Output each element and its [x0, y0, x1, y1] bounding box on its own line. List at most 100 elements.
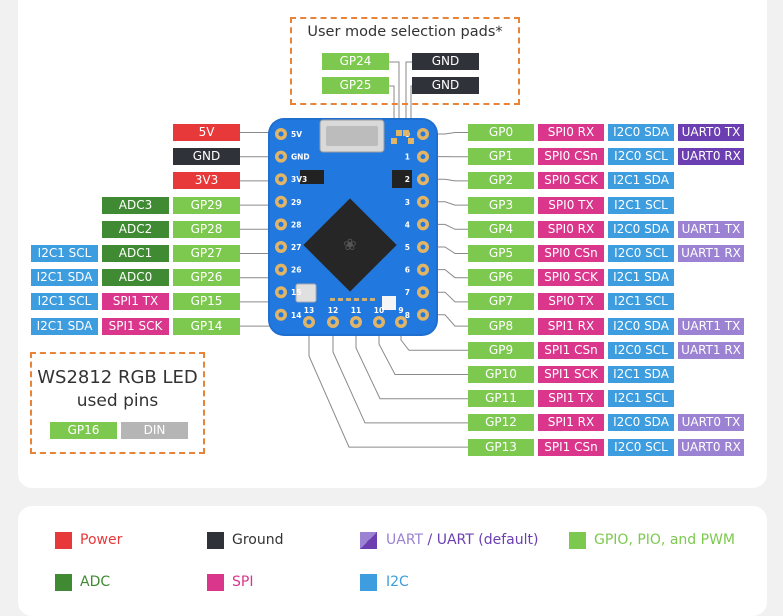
- user-mode-title: User mode selection pads*: [290, 22, 520, 42]
- right-pin-gp4: GP4: [468, 221, 534, 238]
- pin-hole: [421, 290, 426, 295]
- legend-gpio-label: GPIO, PIO, and PWM: [594, 532, 735, 549]
- legend-uart-swatch: [360, 532, 377, 549]
- right-pin-uart0-tx: UART0 TX: [678, 414, 744, 431]
- board-silkscreen-label: 1: [405, 153, 410, 162]
- pin-hole: [421, 312, 426, 317]
- right-pin-uart0-rx: UART0 RX: [678, 439, 744, 456]
- pin-hole: [279, 245, 284, 250]
- left-pin-i2c1-scl: I2C1 SCL: [31, 245, 98, 262]
- legend-uart-label: UART / UART (default): [386, 532, 538, 549]
- left-pin-gp29: GP29: [173, 197, 240, 214]
- pin-hole: [354, 320, 359, 325]
- right-pin-i2c0-sda: I2C0 SDA: [608, 318, 674, 335]
- right-pin-gp2: GP2: [468, 172, 534, 189]
- right-pin-gp12: GP12: [468, 414, 534, 431]
- board-silkscreen-label: 26: [291, 266, 301, 275]
- pin-hole: [421, 132, 426, 137]
- right-pin-i2c1-scl: I2C1 SCL: [608, 197, 674, 214]
- left-pin-spi1-sck: SPI1 SCK: [102, 318, 169, 335]
- pin-hole: [279, 177, 284, 182]
- board-silkscreen-label: 29: [291, 198, 301, 207]
- right-pin-gp8: GP8: [468, 318, 534, 335]
- left-pin-gp14: GP14: [173, 318, 240, 335]
- gp24-pad: GP24: [322, 53, 389, 70]
- usb-port-inner: [326, 126, 378, 146]
- right-pin-uart1-rx: UART1 RX: [678, 342, 744, 359]
- right-pin-i2c0-scl: I2C0 SCL: [608, 342, 674, 359]
- pin-hole: [421, 245, 426, 250]
- right-pin-gp5: GP5: [468, 245, 534, 262]
- board-silkscreen-label: 13: [304, 306, 314, 315]
- legend-ground-swatch: [207, 532, 224, 549]
- left-pin-adc2: ADC2: [102, 221, 169, 238]
- right-pin-spi1-rx: SPI1 RX: [538, 318, 604, 335]
- pin-hole: [377, 320, 382, 325]
- legend-uart-text: UART: [386, 532, 423, 548]
- board-silkscreen-label: 12: [328, 306, 338, 315]
- board-silkscreen-label: 14: [291, 311, 301, 320]
- bottom-connector-line: [356, 326, 468, 399]
- right-pin-gp11: GP11: [468, 390, 534, 407]
- user-mode-pad: [391, 138, 397, 144]
- right-pin-i2c0-sda: I2C0 SDA: [608, 414, 674, 431]
- user-mode-pad: [396, 130, 402, 136]
- raspberry-logo-icon: ❀: [343, 235, 356, 254]
- right-pin-spi1-csn: SPI1 CSn: [538, 342, 604, 359]
- left-pin-i2c1-scl: I2C1 SCL: [31, 293, 98, 310]
- gnd-pad-2: GND: [412, 77, 479, 94]
- pin-hole: [279, 267, 284, 272]
- legend-gpio-swatch: [569, 532, 586, 549]
- right-pin-spi0-sck: SPI0 SCK: [538, 172, 604, 189]
- left-pin-gp28: GP28: [173, 221, 240, 238]
- user-mode-pad: [408, 138, 414, 144]
- board-silkscreen-label: 6: [405, 266, 410, 275]
- right-pin-i2c1-scl: I2C1 SCL: [608, 390, 674, 407]
- right-pin-uart1-tx: UART1 TX: [678, 318, 744, 335]
- pin-hole: [279, 199, 284, 204]
- legend-uart-default-text: UART (default): [437, 532, 539, 548]
- right-pin-gp3: GP3: [468, 197, 534, 214]
- smd-component: [346, 298, 351, 301]
- right-pin-gp7: GP7: [468, 293, 534, 310]
- right-pin-i2c0-scl: I2C0 SCL: [608, 148, 674, 165]
- smd-component: [330, 298, 335, 301]
- board-silkscreen-label: 5: [405, 243, 410, 252]
- board-silkscreen-label: 3: [405, 198, 410, 207]
- pin-hole: [279, 290, 284, 295]
- left-pin-5v: 5V: [173, 124, 240, 141]
- right-pin-spi0-tx: SPI0 TX: [538, 293, 604, 310]
- right-pin-gp6: GP6: [468, 269, 534, 286]
- board-silkscreen-label: 28: [291, 220, 301, 229]
- legend-adc-swatch: [55, 574, 72, 591]
- left-pin-adc0: ADC0: [102, 269, 169, 286]
- pin-hole: [421, 222, 426, 227]
- pin-hole: [279, 154, 284, 159]
- right-pin-i2c0-scl: I2C0 SCL: [608, 439, 674, 456]
- board-silkscreen-label: 11: [351, 306, 361, 315]
- legend-uart-slash: /: [428, 532, 433, 548]
- pin-hole: [421, 199, 426, 204]
- pin-hole: [279, 312, 284, 317]
- right-pin-i2c1-sda: I2C1 SDA: [608, 269, 674, 286]
- right-pin-i2c1-sda: I2C1 SDA: [608, 172, 674, 189]
- right-pin-spi0-rx: SPI0 RX: [538, 221, 604, 238]
- right-pin-spi0-rx: SPI0 RX: [538, 124, 604, 141]
- board-silkscreen-label: 15: [291, 288, 301, 297]
- right-pin-uart1-tx: UART1 TX: [678, 221, 744, 238]
- right-pin-spi0-sck: SPI0 SCK: [538, 269, 604, 286]
- right-pin-i2c1-sda: I2C1 SDA: [608, 366, 674, 383]
- right-pin-i2c0-sda: I2C0 SDA: [608, 221, 674, 238]
- right-pin-i2c1-scl: I2C1 SCL: [608, 293, 674, 310]
- smd-component: [362, 298, 367, 301]
- ws2812-gp16: GP16: [50, 422, 117, 439]
- ws2812-din: DIN: [121, 422, 188, 439]
- board-silkscreen-label: 7: [405, 288, 410, 297]
- left-pin-gnd: GND: [173, 148, 240, 165]
- right-pin-spi1-sck: SPI1 SCK: [538, 366, 604, 383]
- left-pin-gp27: GP27: [173, 245, 240, 262]
- right-pin-i2c0-scl: I2C0 SCL: [608, 245, 674, 262]
- pin-hole: [421, 154, 426, 159]
- pin-hole: [421, 267, 426, 272]
- left-pin-gp15: GP15: [173, 293, 240, 310]
